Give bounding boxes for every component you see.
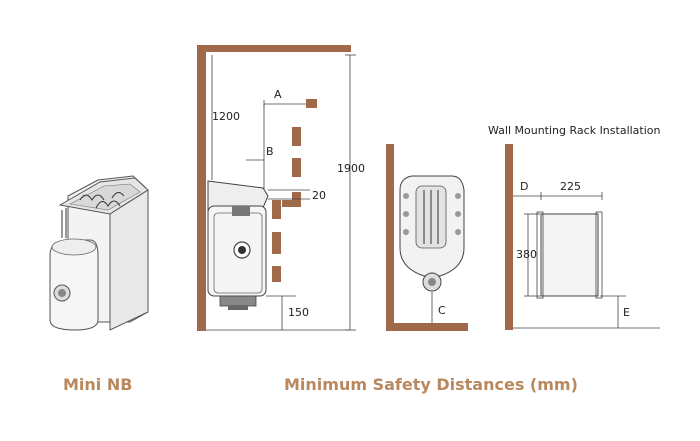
wall-mounting-title: Wall Mounting Rack Installation bbox=[488, 124, 661, 137]
dim-20: 20 bbox=[312, 189, 326, 202]
dim-e: E bbox=[623, 306, 630, 319]
rack-wall bbox=[505, 144, 513, 330]
dim-1900: 1900 bbox=[337, 162, 365, 175]
corner-wall bbox=[386, 144, 394, 331]
side-wall bbox=[197, 45, 206, 331]
wall-mounting-rack-diagram: Wall Mounting Rack Installation D 225 38… bbox=[488, 124, 661, 330]
product-caption: Mini NB bbox=[63, 375, 132, 394]
dim-b: B bbox=[266, 145, 274, 158]
corner-floor bbox=[386, 323, 468, 331]
ceiling bbox=[197, 45, 351, 52]
diagram-caption: Minimum Safety Distances (mm) bbox=[284, 375, 578, 394]
side-section-diagram: 1900 1200 A B 20 bbox=[197, 45, 365, 331]
dim-380: 380 bbox=[516, 248, 537, 261]
dim-d: D bbox=[520, 180, 528, 193]
dim-c: C bbox=[438, 304, 446, 317]
dim-a: A bbox=[274, 88, 282, 101]
dim-150: 150 bbox=[288, 306, 309, 319]
heater-illustration bbox=[49, 175, 149, 331]
dim-1200: 1200 bbox=[212, 110, 240, 123]
corner-section-diagram: C bbox=[386, 144, 468, 331]
dim-225: 225 bbox=[560, 180, 581, 193]
